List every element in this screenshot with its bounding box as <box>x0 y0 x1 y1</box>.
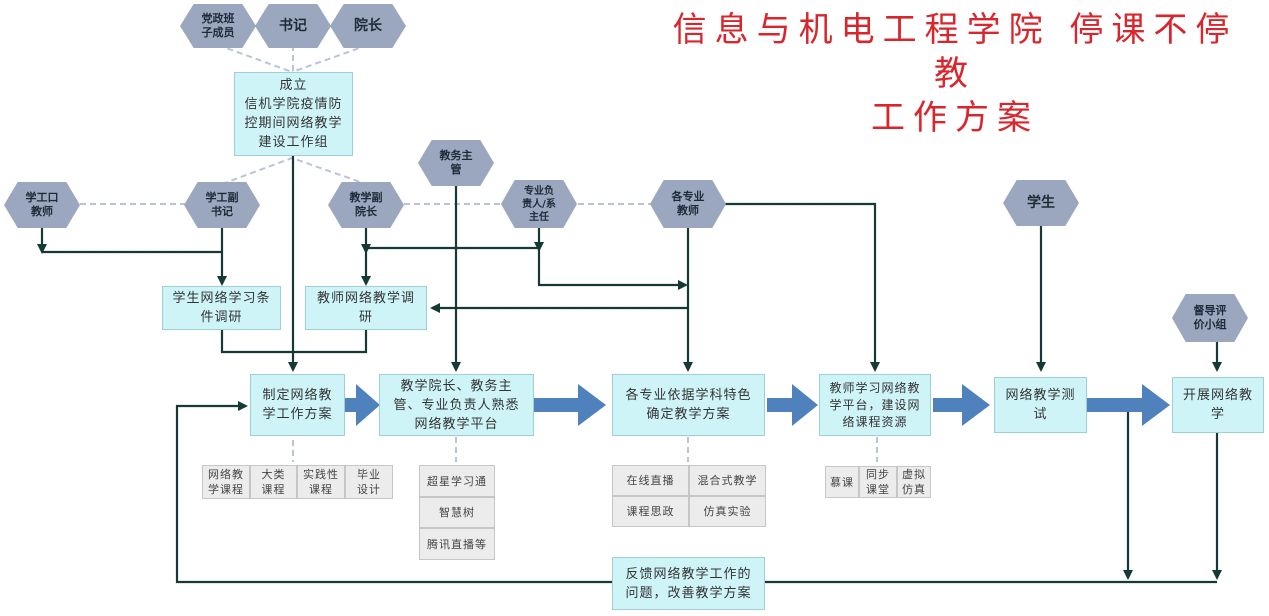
role-program-leader: 专业负 责人/系 主任 <box>501 180 577 228</box>
teacher-survey-box: 教师网络教学调 研 <box>305 286 427 330</box>
connector <box>537 248 688 290</box>
connector <box>725 202 880 372</box>
tag-step4: 慕课 <box>825 466 859 498</box>
connectors <box>37 156 1222 584</box>
role-academic-affairs-head: 教务主 管 <box>418 140 494 186</box>
flow-arrow <box>534 384 606 426</box>
student-survey-box: 学生网络学习条 件调研 <box>162 286 281 330</box>
role-party-committee: 党政班 子成员 <box>180 4 256 48</box>
tag-step3: 课程思政 <box>612 496 689 527</box>
working-group-box: 成立 信机学院疫情防 控期间网络教学 建设工作组 <box>234 72 353 156</box>
tag-step1: 毕业 设计 <box>345 465 393 499</box>
diagram-title: 信息与机电工程学院 停课不停教 工作方案 <box>672 10 1238 138</box>
dashed-link <box>217 44 293 73</box>
tag-step2: 智慧树 <box>419 497 495 528</box>
flow-arrow <box>345 384 380 426</box>
step3-program-plan-box: 各专业依据学科特色 确定教学方案 <box>612 374 765 436</box>
tag-step2: 腾讯直播等 <box>419 528 495 560</box>
step2-platform-box: 教学院长、教务主 管、专业负责人熟悉 网络教学平台 <box>379 374 534 436</box>
flow-arrow <box>767 384 818 426</box>
role-supervision-group: 督导评 价小组 <box>1172 294 1248 342</box>
tag-step3: 仿真实验 <box>689 496 766 527</box>
step6-launch-box: 开展网络教 学 <box>1172 377 1264 433</box>
role-secretary: 书记 <box>255 4 331 48</box>
step5-testing-box: 网络教学测 试 <box>994 377 1087 433</box>
step1-plan-box: 制定网络教 学工作方案 <box>250 374 345 436</box>
tag-step1: 网络教 学课程 <box>202 465 250 499</box>
tag-step2: 超星学习通 <box>419 465 495 497</box>
role-program-teachers: 各专业 教师 <box>650 180 726 228</box>
tag-step1: 大类 课程 <box>250 465 297 499</box>
connector-feedback-loop <box>175 401 612 584</box>
flow-arrows <box>345 384 1170 426</box>
tag-step3: 在线直播 <box>612 465 689 496</box>
role-students: 学生 <box>1003 180 1079 226</box>
feedback-box: 反馈网络教学工作的 问题，改善教学方案 <box>612 557 765 610</box>
role-deputy-dean: 教学副 院长 <box>328 182 404 228</box>
tag-step4: 虚拟 仿真 <box>897 466 931 498</box>
dashed-link <box>291 44 369 73</box>
tag-step1: 实践性 课程 <box>297 465 345 499</box>
tag-step4: 同步 课堂 <box>859 466 897 498</box>
tag-step3: 混合式教学 <box>689 465 766 496</box>
flow-arrow <box>933 384 990 426</box>
step4-resources-box: 教师学习网络教 学平台，建设网 络课程资源 <box>819 374 931 436</box>
flow-arrow <box>1087 384 1170 426</box>
role-student-affairs-teacher: 学工口 教师 <box>4 182 80 228</box>
role-deputy-secretary: 学工副 书记 <box>184 182 260 228</box>
role-dean: 院长 <box>330 4 406 48</box>
